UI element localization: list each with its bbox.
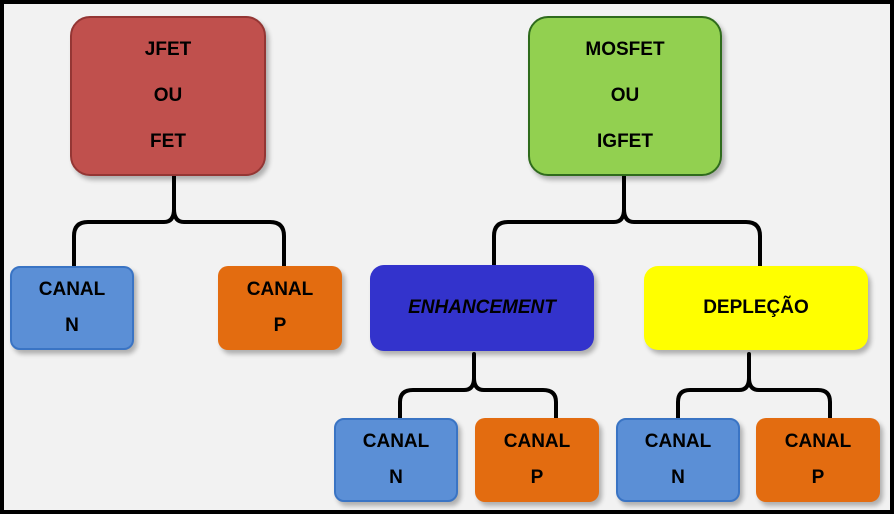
deplecao-bracket [676,352,751,424]
jfet-canal-p-box: CANAL P [218,266,342,350]
deplecao-canal-p-line-2: P [811,467,825,488]
mosfet-box: MOSFET OU IGFET [528,16,722,176]
deplecao-canal-p-box: CANAL P [756,418,880,502]
jfet-canal-n-line-2: N [65,315,79,336]
enhancement-label: ENHANCEMENT [408,297,556,318]
jfet-canal-n-box: CANAL N [10,266,134,350]
connector-lines [72,174,832,424]
deplecao-canal-n-line-2: N [671,467,685,488]
jfet-canal-p-line-1: CANAL [246,279,314,300]
jfet-bracket [72,174,176,271]
deplecao-canal-p-line-1: CANAL [784,431,852,452]
mosfet-line-3: IGFET [597,131,653,152]
mosfet-line-1: MOSFET [585,39,665,60]
deplecao-label: DEPLEÇÃO [703,297,809,318]
mosfet-line-2: OU [610,85,640,106]
jfet-canal-n-line-1: CANAL [38,279,106,300]
mosfet-bracket [492,174,626,271]
enhancement-canal-n-line-2: N [389,467,403,488]
enhancement-bracket [398,352,476,424]
deplecao-canal-n-box: CANAL N [616,418,740,502]
jfet-line-2: OU [153,85,183,106]
enhancement-canal-n-box: CANAL N [334,418,458,502]
enhancement-canal-n-line-1: CANAL [362,431,430,452]
enhancement-box: ENHANCEMENT [370,265,594,351]
jfet-line-1: JFET [144,39,192,60]
enhancement-canal-p-line-2: P [530,467,544,488]
jfet-canal-p-line-2: P [273,315,287,336]
enhancement-canal-p-line-1: CANAL [503,431,571,452]
deplecao-canal-n-line-1: CANAL [644,431,712,452]
enhancement-canal-p-box: CANAL P [475,418,599,502]
deplecao-box: DEPLEÇÃO [644,266,868,350]
jfet-box: JFET OU FET [70,16,266,176]
jfet-line-3: FET [150,131,186,152]
